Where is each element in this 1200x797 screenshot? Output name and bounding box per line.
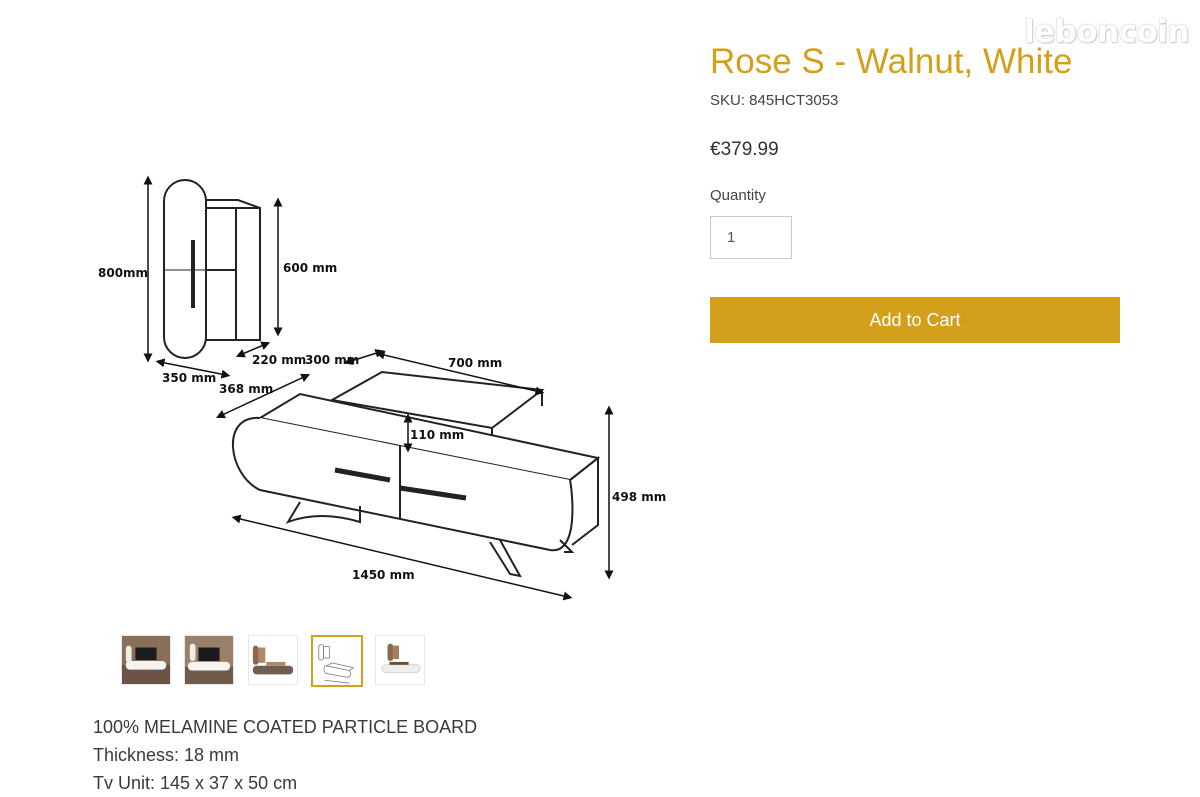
thumbnail-isolated[interactable] [248, 635, 298, 685]
dim-unit-depth: 368 mm [219, 382, 273, 396]
dim-shelf-inner-height: 600 mm [283, 261, 337, 275]
product-title: Rose S - Walnut, White [710, 42, 1073, 81]
dim-unit-width: 1450 mm [352, 568, 415, 582]
product-description: 100% MELAMINE COATED PARTICLE BOARD Thic… [93, 713, 653, 797]
description-line: 100% MELAMINE COATED PARTICLE BOARD [93, 717, 478, 737]
dimension-diagram: 800mm 600 mm 220 mm 300 mm 700 mm 350 mm… [98, 175, 666, 601]
dim-shelf-depth: 220 mm [252, 353, 306, 367]
thumbnail-room-photo[interactable] [121, 635, 171, 685]
description-line: Tv Unit: 145 x 37 x 50 cm [93, 773, 298, 793]
thumbnail-front-photo[interactable] [184, 635, 234, 685]
leboncoin-watermark: leboncoin [1024, 14, 1190, 50]
add-to-cart-button[interactable]: Add to Cart [710, 297, 1120, 343]
dim-top-depth: 300 mm [305, 353, 359, 367]
product-price: €379.99 [710, 139, 779, 160]
thumbnail-dimensions[interactable] [311, 635, 363, 687]
description-line: Thickness: 18 mm [93, 745, 240, 765]
dim-shelf-width: 350 mm [162, 371, 216, 385]
quantity-input[interactable] [710, 216, 792, 259]
thumbnail-white[interactable] [375, 635, 425, 685]
quantity-label: Quantity [710, 187, 766, 204]
dim-top-height: 110 mm [410, 428, 464, 442]
product-sku: SKU: 845HCT3053 [710, 92, 839, 109]
dim-top-width: 700 mm [448, 356, 502, 370]
main-product-image[interactable]: 800mm 600 mm 220 mm 300 mm 700 mm 350 mm… [60, 150, 700, 610]
thumbnail-strip [121, 635, 431, 687]
dim-unit-height: 498 mm [612, 490, 666, 504]
dim-shelf-height: 800mm [98, 266, 148, 280]
